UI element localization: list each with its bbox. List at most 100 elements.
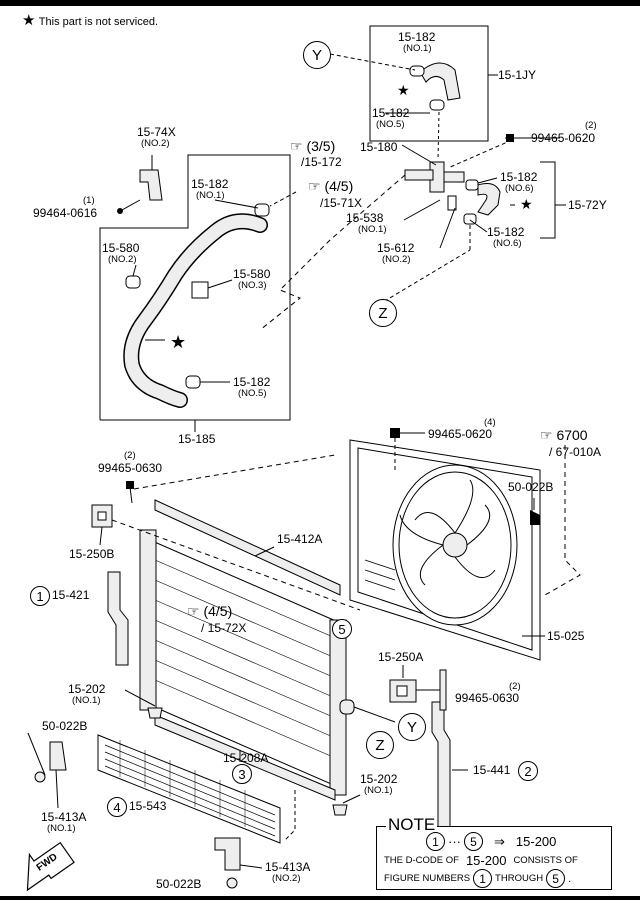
ref-4-5-71x[interactable]: ☞ (4/5) — [308, 178, 354, 194]
ref-15-72x[interactable]: / 15-72X — [201, 621, 247, 635]
note-box — [376, 826, 612, 890]
note-arrow: ⇒ — [494, 833, 505, 849]
callout-y-top: Y — [303, 41, 331, 69]
pointing-hand-icon: ☞ — [290, 138, 303, 154]
ref-3-5[interactable]: ☞ (3/5) — [290, 138, 336, 154]
hose-assembly-box — [369, 25, 489, 142]
pointing-hand-icon: ☞ — [308, 178, 321, 194]
fan-shroud-025 — [349, 439, 541, 661]
bracket-413a-no2 — [214, 837, 241, 871]
label-no2-74x: (NO.2) — [141, 138, 170, 149]
seal-208a — [154, 714, 336, 801]
note-circle-to: 5 — [464, 832, 483, 851]
callout-2: 2 — [518, 761, 538, 781]
star-icon: ★ — [22, 12, 36, 29]
label-15-182-no6b: 15-182 — [487, 225, 525, 239]
label-no6b: (NO.6) — [493, 238, 522, 249]
label-no1-413: (NO.1) — [47, 823, 76, 834]
label-15-441: 15-441 — [473, 763, 511, 777]
label-qty-2-630b: (2) — [509, 681, 521, 692]
callout-z-bottom: Z — [366, 731, 394, 759]
fwd-arrow-icon — [26, 841, 75, 892]
label-no3-580: (NO.3) — [238, 280, 267, 291]
callout-z-top: Z — [369, 299, 397, 327]
header: ★ This part is not serviced. — [22, 13, 158, 28]
label-no5b: (NO.5) — [238, 388, 267, 399]
pointing-hand-icon: ☞ — [187, 603, 200, 619]
label-no2-612: (NO.2) — [382, 254, 411, 265]
grille-543 — [97, 734, 281, 844]
star-icon-72y: ★ — [520, 196, 533, 212]
label-15-185: 15-185 — [178, 432, 216, 446]
label-15-1jy: 15-1JY — [498, 68, 537, 82]
label-15-025: 15-025 — [547, 629, 585, 643]
label-15-208a: 15-208A — [223, 751, 269, 765]
label-no2-580: (NO.2) — [108, 254, 137, 265]
label-15-180: 15-180 — [360, 140, 398, 154]
star-icon-1jy: ★ — [397, 82, 410, 98]
label-15-543: 15-543 — [129, 799, 167, 813]
label-50-022b-bottom: 50-022B — [156, 877, 202, 891]
bottom-border — [0, 896, 640, 900]
label-15-413a-no1: 15-413A — [41, 810, 87, 824]
label-qty-2-top: (2) — [585, 120, 597, 131]
label-no5-top: (NO.5) — [376, 119, 405, 130]
ref-67-010a[interactable]: / 67-010A — [549, 445, 602, 459]
note-line-2: THE D-CODE OF 15-200 CONSISTS OF — [384, 853, 578, 868]
label-15-412a: 15-412A — [277, 532, 323, 546]
note-circle-from: 1 — [426, 832, 445, 851]
label-15-182-no5-top: 15-182 — [372, 106, 410, 120]
ref-15-71x[interactable]: /15-71X — [320, 196, 363, 210]
pointing-hand-icon: ☞ — [540, 427, 553, 443]
label-15-538: 15-538 — [346, 211, 384, 225]
label-15-580-no3: 15-580 — [233, 267, 271, 281]
label-qty-2-630: (2) — [124, 450, 136, 461]
ref-4-5-72x[interactable]: ☞ (4/5) — [187, 603, 233, 619]
note-line-3: FIGURE NUMBERS 1 THROUGH 5 . — [384, 869, 571, 888]
label-50-022b-right: 50-022B — [508, 480, 554, 494]
ref-6700[interactable]: ☞ 6700 — [540, 427, 588, 443]
note-code: 15-200 — [515, 834, 557, 849]
label-15-413a-no2: 15-413A — [265, 860, 311, 874]
mount-202-left — [147, 707, 163, 719]
hose-1jy — [419, 62, 461, 101]
callout-5: 5 — [332, 619, 352, 639]
label-15-580-no2: 15-580 — [102, 241, 140, 255]
hose-185-box — [99, 154, 291, 421]
label-15-182-no1-top: 15-182 — [398, 30, 436, 44]
label-no1-202-left: (NO.1) — [72, 695, 101, 706]
label-15-72y: 15-72Y — [568, 198, 607, 212]
label-15-421: 15-421 — [52, 588, 90, 602]
note-ellipsis: ··· — [448, 834, 461, 849]
callout-4: 4 — [107, 797, 127, 817]
frame-412a — [154, 499, 341, 596]
label-15-182-no1: 15-182 — [191, 177, 229, 191]
clamp-182-no5-top — [429, 99, 445, 111]
label-99465-0620-mid: 99465-0620 — [428, 427, 493, 441]
callout-1: 1 — [30, 586, 50, 606]
callout-y-bottom: Y — [398, 713, 426, 741]
label-no1-b: (NO.1) — [196, 190, 225, 201]
label-15-182-no5b: 15-182 — [233, 375, 271, 389]
label-15-202-right: 15-202 — [360, 772, 398, 786]
note-line-1: 1 ··· 5 ⇒ 15-200 — [426, 832, 556, 851]
label-15-202-left: 15-202 — [68, 682, 106, 696]
label-99464-0616: 99464-0616 — [33, 206, 98, 220]
label-no2-413: (NO.2) — [272, 873, 301, 884]
ref-15-172[interactable]: /15-172 — [301, 155, 342, 169]
header-note: This part is not serviced. — [38, 16, 159, 28]
svg-text:★: ★ — [170, 332, 186, 353]
bracket-413a-no1 — [49, 741, 67, 771]
label-qty-1: (1) — [83, 195, 95, 206]
label-15-182-no6a: 15-182 — [500, 170, 538, 184]
label-50-022b-left: 50-022B — [42, 719, 88, 733]
top-border — [0, 0, 640, 6]
clamp-182-no1-top — [409, 65, 425, 77]
plate-421 — [107, 571, 129, 666]
hose-72y — [477, 183, 501, 216]
label-99465-0620-top: 99465-0620 — [531, 131, 596, 145]
callout-3: 3 — [232, 764, 252, 784]
label-no1-202-right: (NO.1) — [364, 785, 393, 796]
